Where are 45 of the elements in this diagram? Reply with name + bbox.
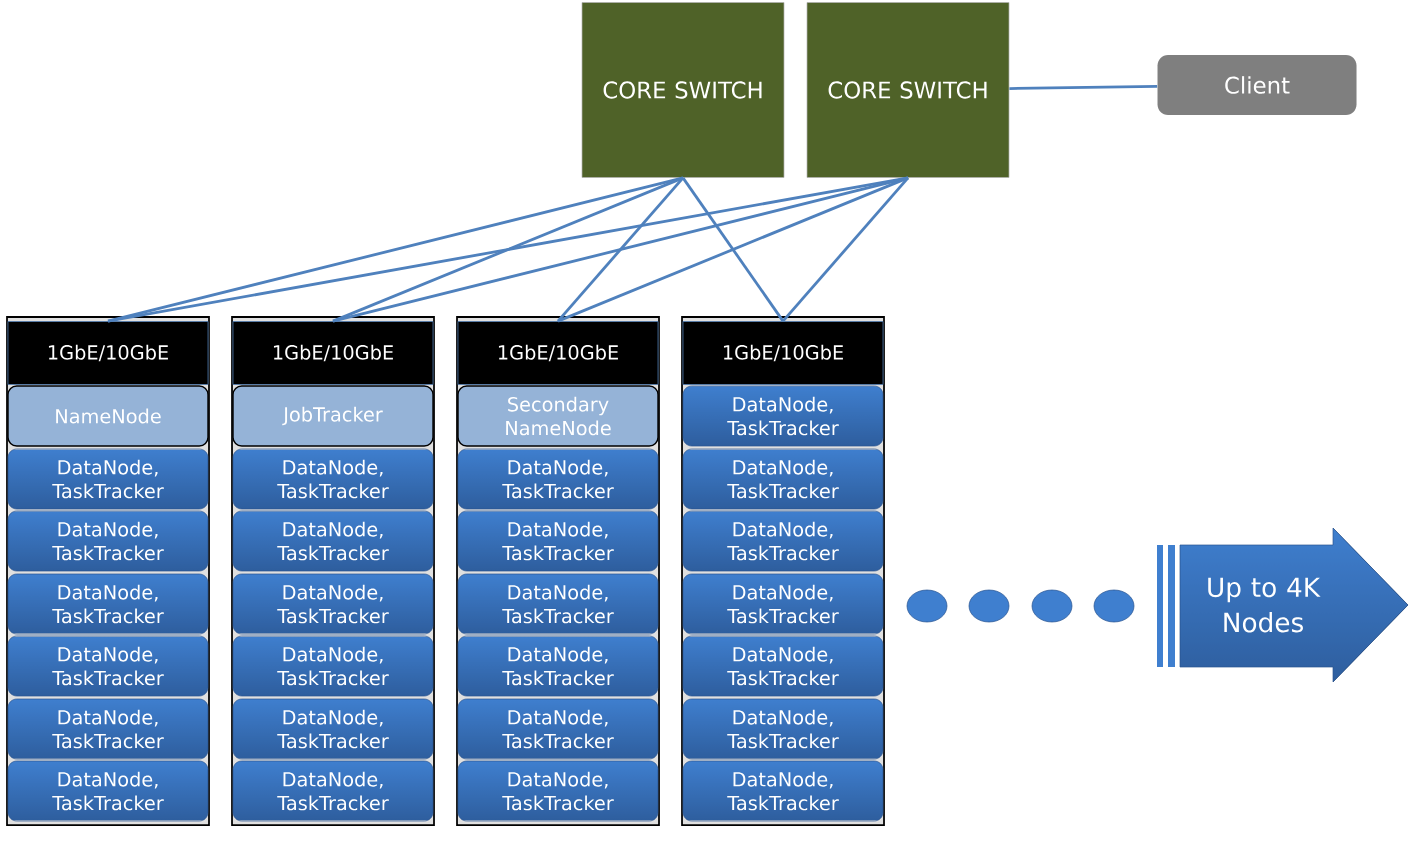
server-box: DataNode, TaskTracker (682, 635, 884, 697)
server-box: JobTracker (232, 385, 434, 447)
ellipsis-dot (968, 589, 1010, 623)
server-box: DataNode, TaskTracker (457, 635, 659, 697)
server-box: NameNode (7, 385, 209, 447)
server-box: DataNode, TaskTracker (7, 635, 209, 697)
server-box: DataNode, TaskTracker (7, 448, 209, 510)
server-box: DataNode, TaskTracker (232, 573, 434, 635)
server-box: DataNode, TaskTracker (682, 760, 884, 822)
ellipsis-dot (1031, 589, 1073, 623)
client-box: Client (1157, 55, 1357, 115)
server-box: Secondary NameNode (457, 385, 659, 447)
server-box: DataNode, TaskTracker (457, 510, 659, 572)
server-box: DataNode, TaskTracker (457, 573, 659, 635)
server-box: DataNode, TaskTracker (7, 510, 209, 572)
rack-switch-box: 1GbE/10GbE (7, 321, 209, 385)
server-box: DataNode, TaskTracker (682, 448, 884, 510)
server-box: DataNode, TaskTracker (232, 510, 434, 572)
server-box: DataNode, TaskTracker (682, 698, 884, 760)
server-box: DataNode, TaskTracker (682, 510, 884, 572)
server-box: DataNode, TaskTracker (7, 573, 209, 635)
core-switch-box: CORE SWITCH (806, 2, 1010, 178)
server-box: DataNode, TaskTracker (457, 448, 659, 510)
server-box: DataNode, TaskTracker (232, 698, 434, 760)
connector-line (781, 176, 910, 323)
connector-line (332, 176, 684, 323)
ellipsis-dot (1093, 589, 1135, 623)
ellipsis-dot (906, 589, 948, 623)
server-box: DataNode, TaskTracker (232, 760, 434, 822)
server-box: DataNode, TaskTracker (457, 760, 659, 822)
server-box: DataNode, TaskTracker (682, 573, 884, 635)
server-box: DataNode, TaskTracker (7, 698, 209, 760)
server-box: DataNode, TaskTracker (682, 385, 884, 447)
rack-switch-box: 1GbE/10GbE (682, 321, 884, 385)
server-box: DataNode, TaskTracker (457, 698, 659, 760)
connector-line (557, 176, 909, 323)
server-box: DataNode, TaskTracker (232, 635, 434, 697)
connector-line (681, 177, 785, 322)
connector-line (1009, 85, 1158, 90)
core-switch-box: CORE SWITCH (581, 2, 785, 178)
rack-switch-box: 1GbE/10GbE (457, 321, 659, 385)
server-box: DataNode, TaskTracker (7, 760, 209, 822)
rack-switch-box: 1GbE/10GbE (232, 321, 434, 385)
server-box: DataNode, TaskTracker (232, 448, 434, 510)
connector-line (556, 176, 685, 323)
